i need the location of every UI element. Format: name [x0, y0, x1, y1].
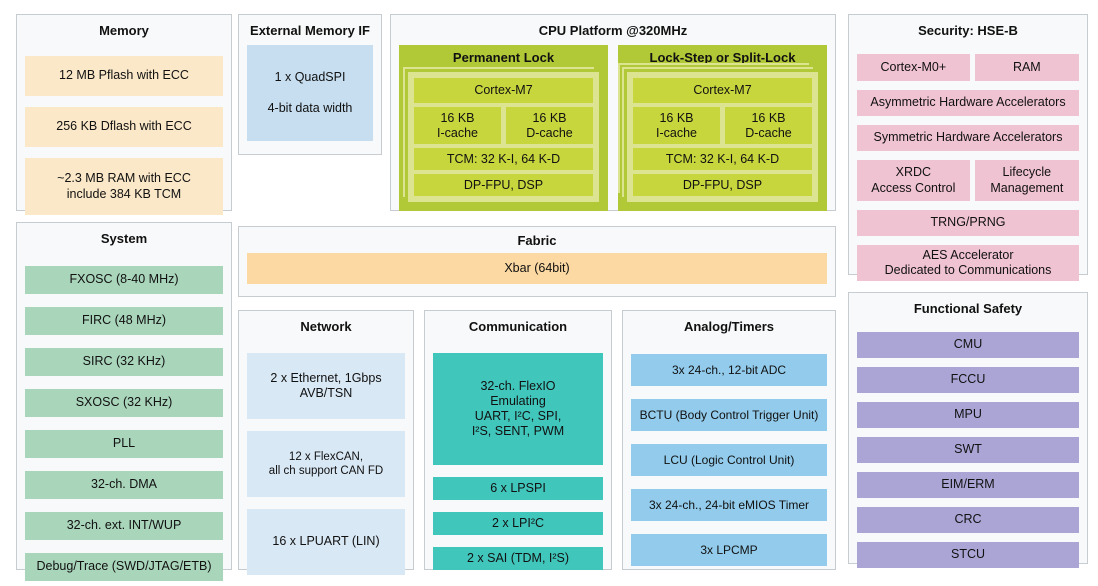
security-block-ram: RAM [974, 54, 1079, 81]
icache-block: 16 KB I-cache [414, 107, 501, 144]
fpu-dsp-block: DP-FPU, DSP [414, 174, 593, 196]
memory-section-title: Memory [99, 23, 149, 38]
memory-block-ram: ~2.3 MB RAM with ECC include 384 KB TCM [25, 158, 223, 215]
external-memory-section-title: External Memory IF [250, 23, 370, 38]
permanent-lock-title: Permanent Lock [452, 50, 555, 65]
system-block-debug-trace: Debug/Trace (SWD/JTAG/ETB) [25, 553, 223, 581]
external-memory-section: External Memory IF 1 x QuadSPI 4-bit dat… [238, 14, 382, 155]
security-row: Cortex-M0+ RAM [857, 54, 1079, 81]
tcm-block: TCM: 32 K-I, 64 K-D [633, 148, 812, 170]
cpu-platform-section: CPU Platform @320MHz Permanent Lock Cort… [390, 14, 836, 211]
icache-block: 16 KB I-cache [633, 107, 720, 144]
safety-block-crc: CRC [857, 507, 1079, 533]
cortex-m7-block: Cortex-M7 [414, 78, 593, 103]
system-block-dma: 32-ch. DMA [25, 471, 223, 499]
dcache-block: 16 KB D-cache [725, 107, 812, 144]
cpu-core-permanent-lock: Permanent Lock Cortex-M7 16 KB I-cache 1… [399, 45, 608, 211]
analog-block-lcu: LCU (Logic Control Unit) [631, 444, 827, 476]
system-block-int-wup: 32-ch. ext. INT/WUP [25, 512, 223, 540]
cache-row: 16 KB I-cache 16 KB D-cache [414, 107, 593, 144]
security-block-xrdc: XRDC Access Control [857, 160, 970, 201]
security-block-lifecycle: Lifecycle Management [974, 160, 1079, 201]
lockstep-core-frame: Cortex-M7 16 KB I-cache 16 KB D-cache TC… [627, 72, 818, 202]
dcache-block: 16 KB D-cache [506, 107, 593, 144]
fabric-section: Fabric Xbar (64bit) [238, 226, 836, 297]
tcm-block: TCM: 32 K-I, 64 K-D [414, 148, 593, 170]
security-block-cortex-m0: Cortex-M0+ [857, 54, 970, 81]
system-block-sxosc: SXOSC (32 KHz) [25, 389, 223, 417]
safety-block-cmu: CMU [857, 332, 1079, 358]
analog-timers-section: Analog/Timers 3x 24-ch., 12-bit ADC BCTU… [622, 310, 836, 570]
communication-block-sai: 2 x SAI (TDM, I²S) [433, 547, 603, 570]
communication-block-lpspi: 6 x LPSPI [433, 477, 603, 500]
memory-block-pflash: 12 MB Pflash with ECC [25, 56, 223, 96]
safety-block-fccu: FCCU [857, 367, 1079, 393]
external-memory-block-quadspi: 1 x QuadSPI 4-bit data width [247, 45, 373, 141]
communication-section: Communication 32-ch. FlexIO Emulating UA… [424, 310, 612, 570]
network-section-title: Network [300, 319, 352, 334]
communication-section-title: Communication [468, 319, 568, 334]
network-block-flexcan: 12 x FlexCAN, all ch support CAN FD [247, 431, 405, 497]
analog-block-lpcmp: 3x LPCMP [631, 534, 827, 566]
network-section: Network 2 x Ethernet, 1Gbps AVB/TSN 12 x… [238, 310, 414, 575]
security-block-trng-prng: TRNG/PRNG [857, 210, 1079, 236]
functional-safety-section: Functional Safety CMU FCCU MPU SWT EIM/E… [848, 292, 1088, 568]
fpu-dsp-block: DP-FPU, DSP [633, 174, 812, 196]
fabric-block-xbar: Xbar (64bit) [247, 253, 827, 284]
security-block-aes: AES Accelerator Dedicated to Communicati… [857, 245, 1079, 281]
functional-safety-section-title: Functional Safety [913, 301, 1023, 316]
memory-block-dflash: 256 KB Dflash with ECC [25, 107, 223, 147]
safety-block-eim-erm: EIM/ERM [857, 472, 1079, 498]
system-section: System FXOSC (8-40 MHz) FIRC (48 MHz) SI… [16, 222, 232, 581]
system-block-sirc: SIRC (32 KHz) [25, 348, 223, 376]
system-block-firc: FIRC (48 MHz) [25, 307, 223, 335]
security-block-symmetric: Symmetric Hardware Accelerators [857, 125, 1079, 151]
fabric-section-title: Fabric [517, 233, 557, 248]
communication-block-lpi2c: 2 x LPI²C [433, 512, 603, 535]
analog-block-emios: 3x 24-ch., 24-bit eMIOS Timer [631, 489, 827, 521]
analog-timers-section-title: Analog/Timers [683, 319, 775, 334]
security-block-asymmetric: Asymmetric Hardware Accelerators [857, 90, 1079, 116]
cache-row: 16 KB I-cache 16 KB D-cache [633, 107, 812, 144]
system-section-title: System [100, 231, 148, 246]
system-block-fxosc: FXOSC (8-40 MHz) [25, 266, 223, 294]
cpu-cores: Permanent Lock Cortex-M7 16 KB I-cache 1… [399, 45, 827, 211]
analog-block-bctu: BCTU (Body Control Trigger Unit) [631, 399, 827, 431]
safety-block-mpu: MPU [857, 402, 1079, 428]
network-block-ethernet: 2 x Ethernet, 1Gbps AVB/TSN [247, 353, 405, 419]
safety-block-stcu: STCU [857, 542, 1079, 568]
analog-block-adc: 3x 24-ch., 12-bit ADC [631, 354, 827, 386]
memory-section: Memory 12 MB Pflash with ECC 256 KB Dfla… [16, 14, 232, 215]
cpu-core-lockstep: Lock-Step or Split-Lock Cortex-M7 16 KB … [618, 45, 827, 211]
system-block-pll: PLL [25, 430, 223, 458]
communication-block-flexio: 32-ch. FlexIO Emulating UART, I²C, SPI, … [433, 353, 603, 465]
network-block-lpuart: 16 x LPUART (LIN) [247, 509, 405, 575]
security-row: XRDC Access Control Lifecycle Management [857, 160, 1079, 201]
cortex-m7-block: Cortex-M7 [633, 78, 812, 103]
permanent-lock-core-frame: Cortex-M7 16 KB I-cache 16 KB D-cache TC… [408, 72, 599, 202]
security-section: Security: HSE-B Cortex-M0+ RAM Asymmetri… [848, 14, 1088, 281]
cpu-platform-section-title: CPU Platform @320MHz [538, 23, 688, 38]
lockstep-title: Lock-Step or Split-Lock [649, 50, 796, 65]
security-section-title: Security: HSE-B [918, 23, 1018, 38]
safety-block-swt: SWT [857, 437, 1079, 463]
